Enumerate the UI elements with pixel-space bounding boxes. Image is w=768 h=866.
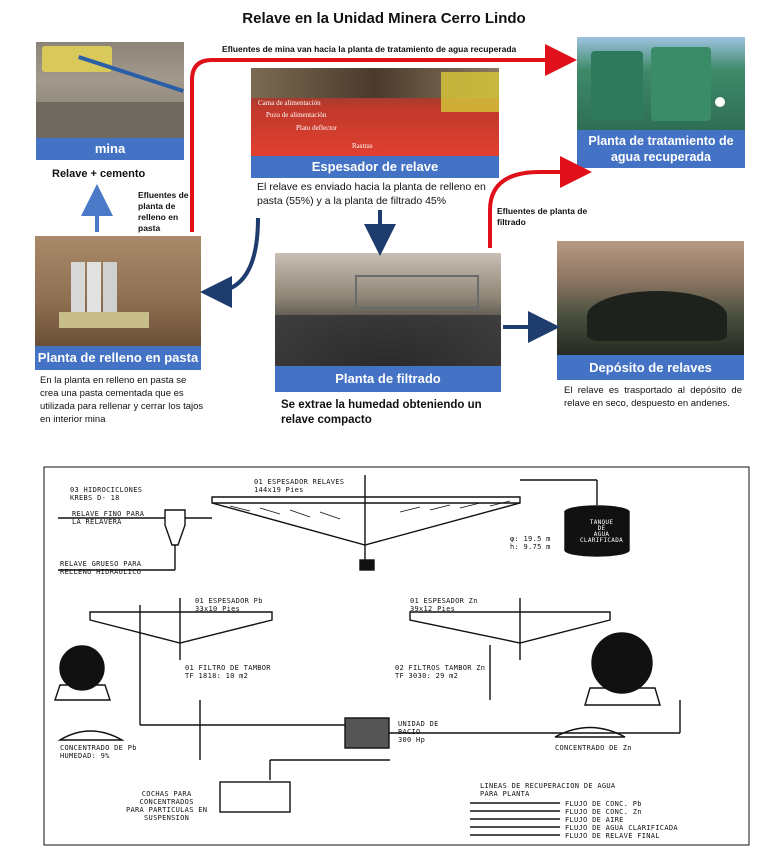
legend-item: FLUJO DE CONC. Pb	[565, 800, 642, 808]
relave-fino-label: RELAVE FINO PARA LA RELAVERA	[72, 510, 145, 526]
flow-top-label: Efluentes de mina van hacia la planta de…	[222, 44, 517, 54]
unidad-vacio-label: UNIDAD DE BACIO 300 Hp	[398, 720, 439, 744]
concentrado-pb-label: CONCENTRADO DE Pb HUMEDAD: 9%	[60, 744, 137, 760]
tanque-dimensions: φ: 19.5 m h: 9.75 m	[510, 535, 551, 551]
filtro-pb-label: 01 FILTRO DE TAMBOR TF 1818: 10 m2	[185, 664, 271, 680]
flow-right-label: Efluentes de planta de filtrado	[497, 206, 588, 227]
planta-agua-caption: Planta de tratamiento de agua recuperada	[577, 130, 745, 168]
flow-left-label: Efluentes de planta de relleno en pasta	[138, 190, 189, 233]
filtrado-caption: Planta de filtrado	[275, 366, 501, 392]
filtrado-photo	[275, 253, 501, 366]
relleno-caption: Planta de relleno en pasta	[35, 346, 201, 370]
legend-item: FLUJO DE RELAVE FINAL	[565, 832, 660, 840]
tanque-label: TANQUE DE AGUA CLARIFICADA	[580, 519, 624, 544]
legend-item: FLUJO DE AGUA CLARIFICADA	[565, 824, 678, 832]
espesador-label-1: Cama de alimentación	[258, 99, 321, 107]
mina-photo	[36, 42, 184, 138]
espesador-label-4: Rastras	[352, 142, 373, 150]
deposito-description: El relave es trasportado al depósito de …	[564, 385, 742, 409]
deposito-caption: Depósito de relaves	[557, 355, 744, 380]
relleno-photo	[35, 236, 201, 346]
legend-item: FLUJO DE AIRE	[565, 816, 624, 824]
relave-grueso-label: RELAVE GRUESO PARA RELLENO HIDRAULICO	[60, 560, 142, 576]
legend-item: FLUJO DE CONC. Zn	[565, 808, 642, 816]
page-title: Relave en la Unidad Minera Cerro Lindo	[242, 10, 526, 27]
espesador-caption: Espesador de relave	[251, 156, 499, 178]
cochas-label: COCHAS PARA CONCENTRADOS PARA PARTICULAS…	[126, 790, 208, 822]
filtro-zn-label: 02 FILTROS TAMBOR Zn TF 3030: 29 m2	[395, 664, 486, 680]
concentrado-zn-label: CONCENTRADO DE Zn	[555, 744, 632, 752]
mina-caption: mina	[36, 138, 184, 160]
espesador-description: El relave es enviado hacia la planta de …	[257, 181, 486, 207]
espesador-pb-label: 01 ESPESADOR Pb 33x10 Pies	[195, 597, 263, 613]
espesador-zn-label: 01 ESPESADOR Zn 39x12 Pies	[410, 597, 478, 613]
espesador-relaves-label: 01 ESPESADOR RELAVES 144x19 Pies	[254, 478, 345, 494]
espesador-label-2: Pozo de alimentación	[266, 111, 327, 119]
relleno-description: En la planta en relleno en pasta se crea…	[40, 375, 204, 425]
blue-arrow-to-relleno	[200, 217, 260, 308]
planta-agua-photo	[577, 37, 745, 130]
lineas-recuperacion-label: LINEAS DE RECUPERACION DE AGUA PARA PLAN…	[480, 782, 616, 798]
espesador-label-3: Plato deflector	[296, 124, 338, 132]
filtrado-description: Se extrae la humedad obteniendo un relav…	[281, 399, 482, 426]
hidrociclones-label: 03 HIDROCICLONES KREBS D- 18	[70, 486, 143, 502]
mina-subcaption: Relave + cemento	[52, 168, 146, 180]
deposito-photo	[557, 241, 744, 355]
